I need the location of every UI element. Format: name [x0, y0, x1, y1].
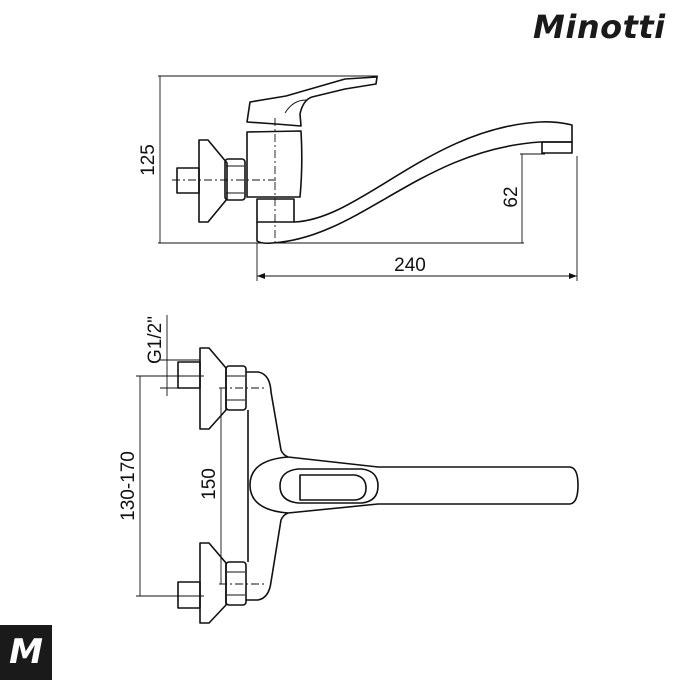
- swivel-ring: [256, 198, 295, 223]
- brand-logo: Minotti: [533, 8, 666, 46]
- inlet-pipe-upper: [177, 361, 201, 389]
- dimension-150: 150: [199, 388, 222, 584]
- top-view: G1/2" 130-170 150: [118, 315, 579, 624]
- mixer-body: [246, 130, 303, 198]
- mixer-body-top: [246, 371, 579, 601]
- dim-label-240: 240: [394, 255, 426, 276]
- hex-nut-lower: [225, 561, 247, 606]
- dimension-130-170: 130-170: [118, 375, 200, 597]
- wall-flange: [198, 139, 228, 223]
- dim-label-130-170: 130-170: [118, 451, 139, 521]
- inlet-pipe: [176, 167, 200, 194]
- aerator: [541, 141, 573, 154]
- dim-label-150: 150: [199, 468, 220, 500]
- dim-label-125: 125: [138, 144, 159, 176]
- lever-handle: [246, 76, 378, 127]
- lever-window: [299, 474, 367, 501]
- spout: [256, 121, 573, 245]
- dimension-125: 125: [138, 75, 524, 244]
- dim-label-62: 62: [501, 186, 522, 207]
- dim-label-thread: G1/2": [145, 316, 166, 364]
- wall-flange-upper: [199, 347, 227, 430]
- hex-nut: [224, 158, 246, 201]
- lever-grip-recess: [279, 468, 379, 504]
- dimension-62: 62: [501, 153, 545, 243]
- inlet-pipe-lower: [177, 581, 201, 609]
- dimension-240: 240: [256, 156, 578, 281]
- brand-mark-logo: M: [0, 625, 52, 680]
- wall-flange-lower: [199, 542, 227, 624]
- dimension-thread: G1/2": [145, 315, 200, 396]
- side-view: 125 62 240: [138, 75, 578, 281]
